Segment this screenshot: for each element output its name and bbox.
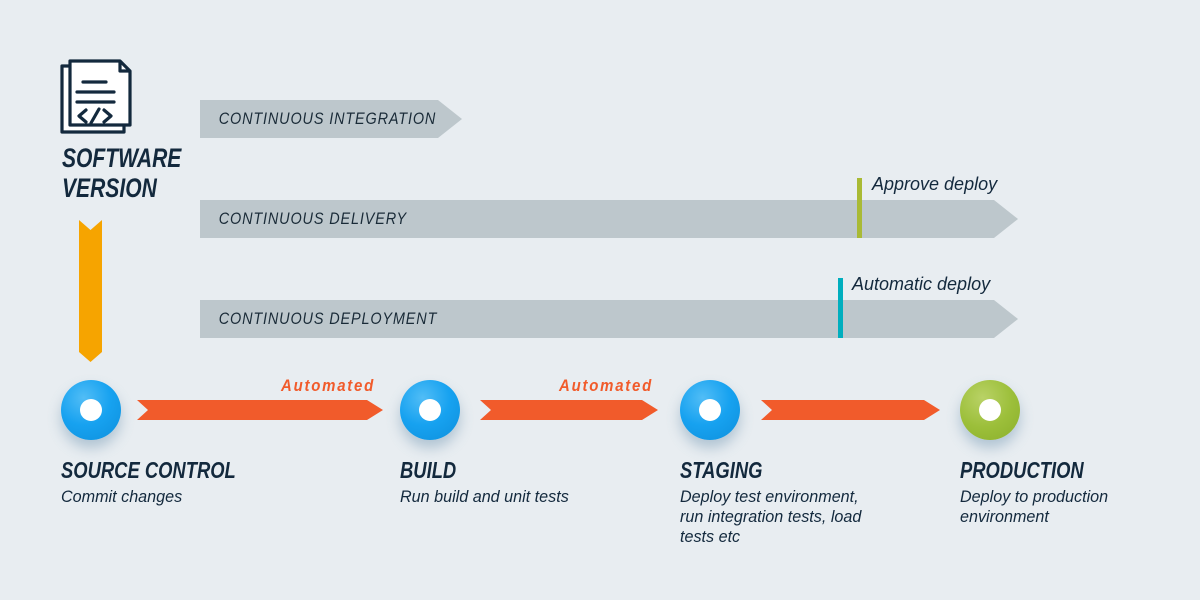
code-slash <box>89 107 101 125</box>
stage-name-staging: STAGING <box>680 457 763 483</box>
code-bracket-left <box>77 108 88 124</box>
stage-staging: STAGING Deploy test environment, run int… <box>680 380 880 547</box>
stage-name-production: PRODUCTION <box>960 457 1084 483</box>
node-core <box>419 399 441 421</box>
stage-desc-staging: Deploy test environment, run integration… <box>680 487 862 546</box>
stage-name-build: BUILD <box>400 457 457 483</box>
node-core <box>80 399 102 421</box>
connector-arrow-3-icon <box>761 400 940 420</box>
connector-automated-label-1: Automated <box>281 376 375 395</box>
pipeline-bar-cdp-label: CONTINUOUS DEPLOYMENT <box>218 309 438 328</box>
staging-node-icon <box>680 380 740 440</box>
page-fold <box>118 61 130 73</box>
pipeline-bar-cd-label: CONTINUOUS DELIVERY <box>218 209 407 228</box>
stage-source-control: SOURCE CONTROL Commit changes <box>61 380 306 507</box>
stage-production: PRODUCTION Deploy to production environm… <box>960 380 1135 527</box>
connector-arrow-2-icon <box>480 400 658 420</box>
version-flow-down-arrow-icon <box>79 220 102 362</box>
approve-deploy-label: Approve deploy <box>872 174 998 194</box>
stage-build: BUILD Run build and unit tests <box>400 380 645 507</box>
production-node-icon <box>960 380 1020 440</box>
node-core <box>699 399 721 421</box>
approve-deploy-marker <box>857 178 862 238</box>
source-control-node-icon <box>61 380 121 440</box>
pipeline-bar-continuous-integration: CONTINUOUS INTEGRATION <box>200 100 462 138</box>
code-bracket-right <box>102 108 113 124</box>
connector-arrow-1-icon <box>137 400 383 420</box>
pipeline-bar-ci-label: CONTINUOUS INTEGRATION <box>218 109 437 128</box>
pipeline-bar-continuous-delivery: CONTINUOUS DELIVERY <box>200 200 1018 238</box>
stage-name-source-control: SOURCE CONTROL <box>61 457 236 483</box>
automatic-deploy-marker <box>838 278 843 338</box>
stage-desc-production: Deploy to production environment <box>960 487 1109 526</box>
automatic-deploy-label: Automatic deploy <box>852 274 991 294</box>
stage-desc-source-control: Commit changes <box>61 487 183 506</box>
stage-desc-build: Run build and unit tests <box>400 487 569 506</box>
code-document-icon <box>60 59 132 134</box>
software-version-label: SOFTWARE VERSION <box>62 143 182 203</box>
node-core <box>979 399 1001 421</box>
build-node-icon <box>400 380 460 440</box>
connector-automated-label-2: Automated <box>559 376 653 395</box>
pipeline-bar-continuous-deployment: CONTINUOUS DEPLOYMENT <box>200 300 1018 338</box>
